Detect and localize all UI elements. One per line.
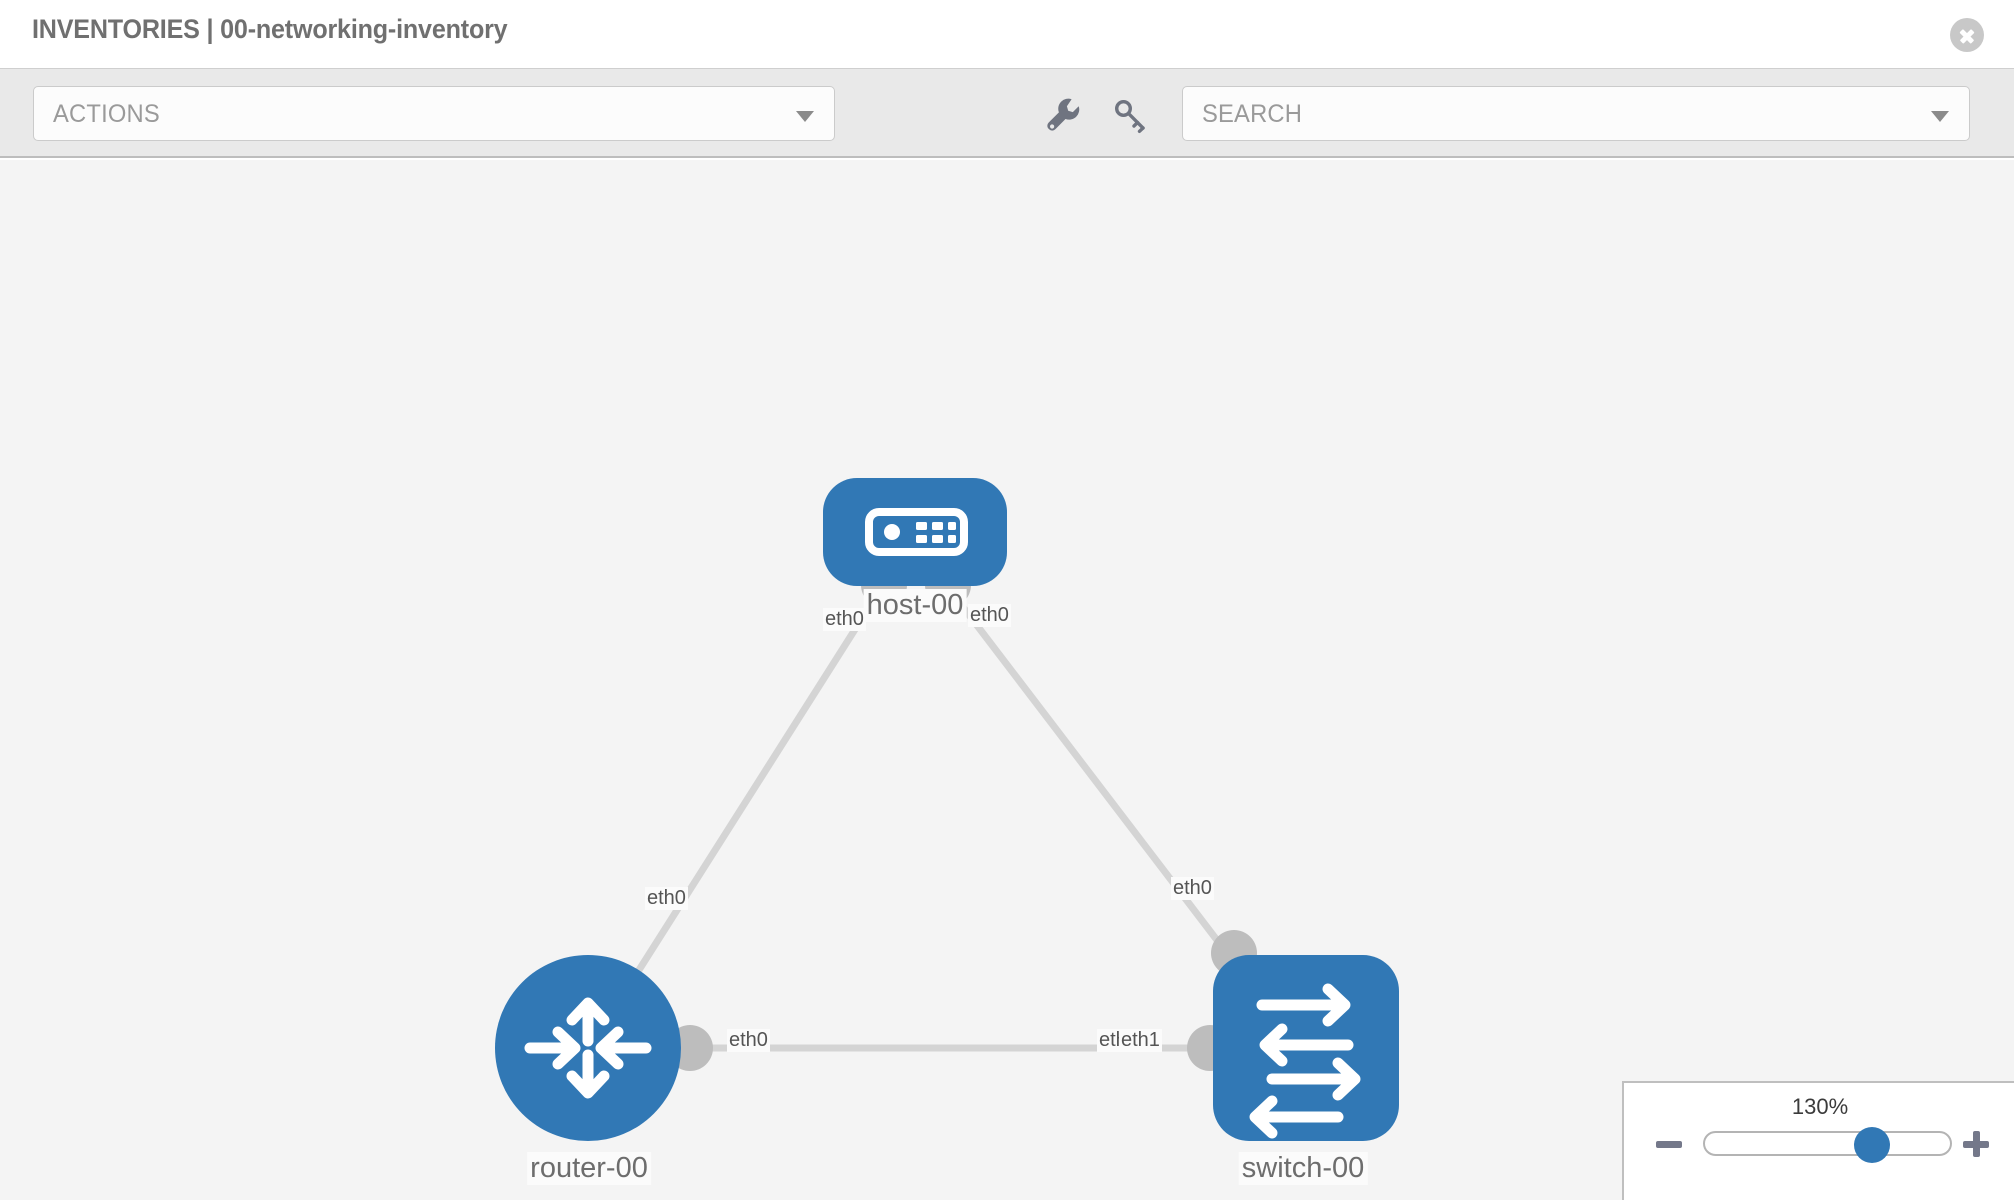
server-icon [865, 508, 968, 556]
iface-label-host00-eth0-left: eth0 [823, 608, 866, 631]
node-label-switch-00: switch-00 [1238, 1152, 1368, 1185]
search-input[interactable]: SEARCH [1182, 86, 1970, 141]
iface-label-router00-eth0: eth0 [727, 1029, 770, 1052]
links-layer [617, 587, 1258, 1052]
iface-label-router00-eth0-up: eth0 [645, 887, 688, 910]
iface-label-switch00-eth0-up: eth0 [1171, 877, 1214, 900]
close-icon[interactable] [1950, 18, 1984, 52]
wrench-icon[interactable] [1043, 95, 1083, 135]
zoom-percent-label: 130% [1791, 1094, 1849, 1119]
zoom-slider[interactable] [1703, 1127, 1952, 1163]
topology-graph [495, 478, 1399, 1141]
iface-label-switch00-eth1: eth1 [1119, 1029, 1162, 1052]
actions-dropdown[interactable]: ACTIONS [33, 86, 835, 141]
topology-canvas[interactable]: eth0 eth0 eth0 eth0 eth0 eth0 eth1 host-… [0, 160, 2014, 1200]
page-header: INVENTORIES | 00-networking-inventory [0, 0, 2014, 68]
node-label-router-00: router-00 [527, 1152, 651, 1185]
switch-icon [1249, 983, 1361, 1139]
node-switch-00[interactable] [1213, 955, 1399, 1141]
actions-dropdown-label: ACTIONS [53, 100, 160, 128]
zoom-out-button[interactable] [1656, 1141, 1682, 1148]
chevron-down-icon[interactable] [1931, 111, 1949, 122]
router-icon [524, 997, 652, 1099]
zoom-slider-thumb[interactable] [1853, 1127, 1890, 1163]
toolbar: ACTIONS SEARCH [0, 68, 2014, 158]
zoom-control-panel: 130% [1622, 1081, 2014, 1200]
page-title: INVENTORIES | 00-networking-inventory [32, 14, 508, 44]
node-router-00[interactable] [495, 955, 681, 1141]
search-placeholder: SEARCH [1202, 100, 1303, 128]
ports-layer [667, 562, 1257, 1071]
zoom-in-button[interactable] [1963, 1131, 1989, 1157]
link-host00-switch00[interactable] [947, 587, 1258, 993]
node-host-00[interactable] [823, 478, 1007, 586]
chevron-down-icon [796, 111, 814, 122]
link-host00-router00[interactable] [617, 588, 883, 1002]
key-icon[interactable] [1110, 95, 1150, 135]
iface-label-host00-eth0-right: eth0 [968, 604, 1011, 627]
node-label-host-00: host-00 [863, 589, 967, 622]
